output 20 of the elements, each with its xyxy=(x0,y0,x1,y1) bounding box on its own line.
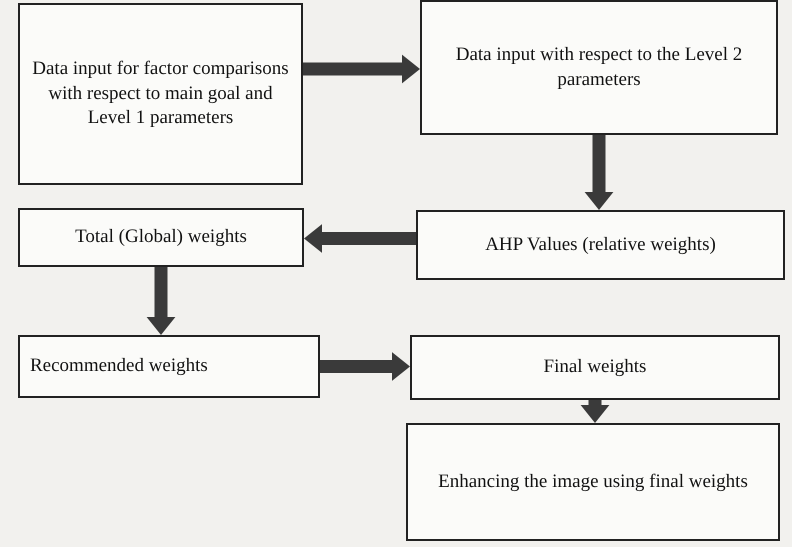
process-box xyxy=(406,423,780,541)
arrow xyxy=(303,54,420,84)
box-text: Recommended weights xyxy=(30,354,208,378)
box-text: Enhancing the image using final weights xyxy=(438,470,748,494)
box-text: AHP Values (relative weights) xyxy=(485,232,716,257)
process-box xyxy=(420,0,778,135)
arrow xyxy=(580,400,610,423)
process-box xyxy=(410,335,780,400)
process-box xyxy=(18,335,320,398)
arrow xyxy=(146,267,176,335)
process-box xyxy=(18,3,303,185)
arrow xyxy=(584,135,614,210)
process-box xyxy=(18,208,304,267)
box-text: Data input for factor comparisons with respect to main goal and Level 1 parameters xyxy=(31,56,290,130)
process-box xyxy=(416,210,785,280)
arrow xyxy=(304,224,416,253)
box-text: Data input with respect to the Level 2 parameters xyxy=(454,42,744,92)
arrow xyxy=(320,352,410,381)
box-text: Total (Global) weights xyxy=(75,225,247,250)
box-text: Final weights xyxy=(544,355,646,380)
